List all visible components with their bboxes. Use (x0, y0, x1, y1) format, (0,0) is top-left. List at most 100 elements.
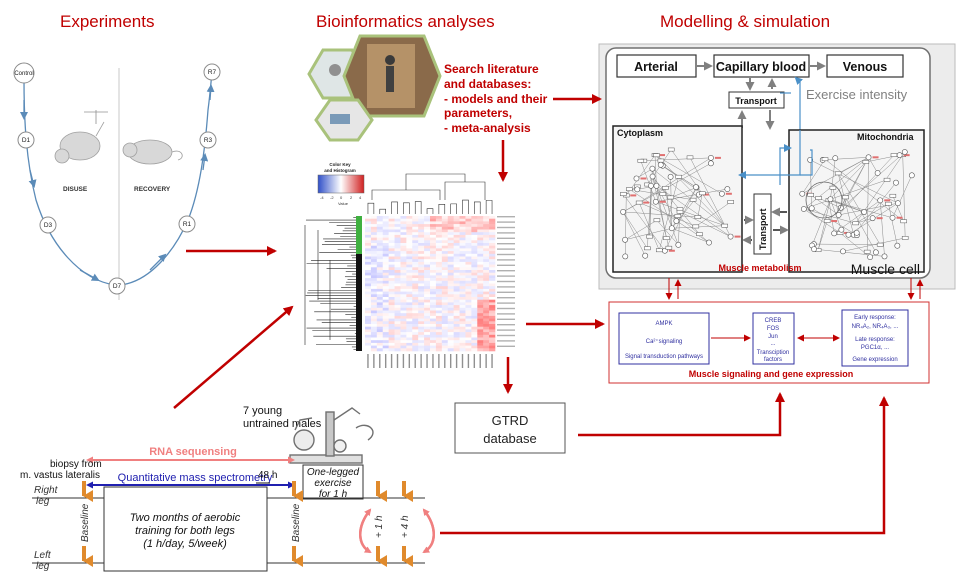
heatmap-cell (453, 256, 460, 260)
heatmap-cell (382, 280, 389, 284)
metabolite-node (653, 182, 660, 189)
enzyme-node (727, 200, 734, 204)
heatmap-cell (489, 321, 496, 325)
heatmap-cell (394, 232, 401, 236)
heatmap-cell (430, 315, 437, 319)
heatmap-cell (370, 342, 378, 346)
node-label: D3 (44, 222, 53, 229)
heatmap-cell (394, 299, 401, 303)
heatmap-cell (441, 272, 449, 276)
heatmap-cell (465, 294, 472, 298)
heatmap-cell (430, 310, 437, 314)
heatmap-cell (435, 218, 443, 222)
transport-box-top (728, 91, 785, 109)
metabolite-node (708, 154, 714, 161)
enzyme-node (655, 248, 663, 253)
heatmap-cell (447, 348, 454, 352)
heatmap-cell (376, 232, 384, 236)
heatmap-cell (471, 248, 478, 252)
heatmap-cell (465, 334, 472, 338)
heatmap-cell (376, 307, 384, 311)
heatmap-cell (441, 275, 449, 279)
heatmap-cell (382, 272, 389, 276)
heatmap-cell (394, 278, 401, 282)
heatmap-cell (453, 283, 460, 287)
heatmap-cell (382, 245, 389, 249)
header-modelling: Modelling & simulation (660, 12, 830, 31)
heatmap-cell (489, 240, 496, 244)
heatmap-cell (412, 253, 419, 257)
heatmap-cell (382, 259, 389, 263)
metabolite-node (877, 197, 884, 204)
heatmap-cell (489, 280, 496, 284)
column-label (390, 354, 393, 368)
metabolite-node (668, 225, 675, 232)
heatmap-cell (406, 216, 413, 219)
heatmap-cell (424, 299, 431, 303)
row-label (497, 329, 515, 331)
cytoplasm-compartment (612, 125, 743, 273)
heatmap-cell (477, 310, 484, 314)
heatmap-cell (412, 224, 419, 228)
heatmap-cell (418, 305, 425, 309)
rna-sequencing-label: RNA sequensing (149, 446, 237, 458)
heatmap-cell (453, 248, 460, 252)
heatmap-cell (430, 329, 437, 333)
annotation-mark (630, 194, 637, 197)
heatmap-cell (406, 334, 413, 338)
heatmap-cell (412, 245, 419, 249)
heatmap-cell (388, 278, 395, 282)
heatmap-cell (441, 348, 449, 352)
heatmap-cell (459, 332, 466, 336)
color-key-tick: 0 (340, 195, 343, 200)
heatmap-cell (459, 240, 466, 244)
heatmap-cell (388, 272, 395, 276)
heatmap-cell (477, 216, 484, 219)
gene-box-text: Gene expression (852, 357, 897, 363)
heatmap-cell (418, 310, 425, 314)
heatmap-cell (418, 294, 425, 298)
heatmap-cell (406, 326, 413, 330)
heatmap-cell (394, 345, 401, 349)
heatmap-cell (370, 315, 378, 319)
enzyme-node (721, 223, 728, 228)
heatmap-cell (418, 302, 425, 306)
heatmap-cell (477, 288, 484, 292)
biopsy-label: biopsy from (50, 459, 102, 470)
heatmap-cell (459, 261, 466, 265)
heatmap-cell (453, 251, 460, 255)
heatmap-cell (447, 226, 454, 230)
heatmap-cell (365, 280, 372, 284)
heatmap-cell (471, 216, 478, 219)
heatmap-cell (376, 297, 384, 300)
gtrd-database-box: GTRD database (454, 402, 566, 454)
heatmap-cell (447, 229, 454, 233)
heatmap-cell (388, 240, 395, 244)
heatmap-cell (477, 334, 484, 338)
reaction-edge (809, 159, 812, 209)
heatmap-cell (412, 315, 419, 319)
heatmap-cell (388, 315, 395, 319)
heatmap-cell (412, 275, 419, 279)
heatmap-cell (400, 226, 407, 230)
heatmap-cell (459, 326, 466, 330)
dendrogram-branch (371, 189, 441, 200)
heatmap-cell (477, 302, 484, 306)
enzyme-node (626, 187, 633, 192)
heatmap-cell (465, 240, 472, 244)
muscle-metabolism-label: Muscle metabolism (718, 263, 801, 273)
heatmap-cell (382, 297, 389, 300)
reaction-edge (838, 154, 895, 216)
heatmap-cell (424, 275, 431, 279)
metabolite-node (634, 186, 641, 193)
heatmap-cell (370, 259, 378, 263)
plus-4h-label: + 4 h (400, 515, 411, 538)
heatmap-cell (483, 340, 490, 344)
heatmap-cell (447, 286, 454, 290)
header-bioinformatics: Bioinformatics analyses (316, 12, 495, 31)
heatmap-cell (376, 348, 384, 352)
metabolite-node (642, 252, 649, 259)
heatmap-cell (471, 288, 478, 292)
heatmap-cell (388, 283, 395, 287)
reaction-edge (828, 199, 893, 218)
